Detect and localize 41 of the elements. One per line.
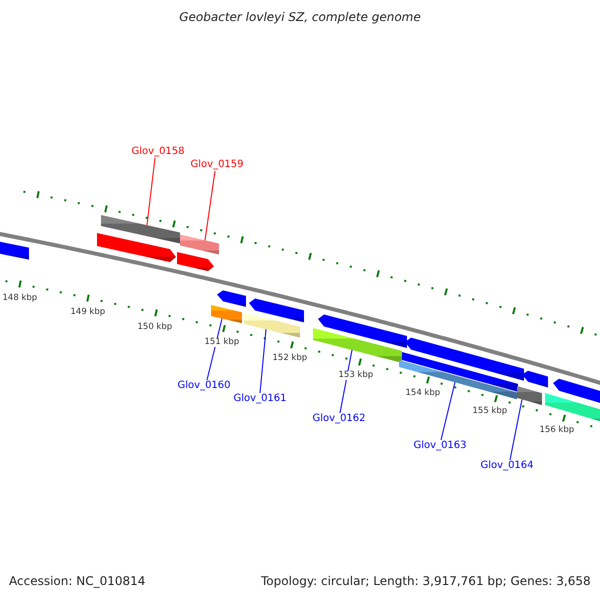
leader-line — [510, 398, 522, 460]
gene-block — [217, 290, 246, 307]
scale-label: 149 kbp — [70, 308, 106, 317]
gene-label: Glov_0159 — [190, 160, 244, 170]
accession-text: Accession: NC_010814 — [9, 575, 146, 587]
gene-label: Glov_0163 — [414, 441, 467, 451]
gene-block — [97, 233, 176, 262]
gene-bar — [211, 305, 242, 324]
gene-bar — [517, 386, 542, 406]
gene-label: Glov_0164 — [480, 461, 534, 471]
genome-info-text: Topology: circular; Length: 3,917,761 bp; Genes: 3,658 — [261, 575, 591, 587]
gene-bar — [399, 360, 517, 400]
scale-label: 151 kbp — [204, 338, 240, 347]
scale-label: 148 kbp — [2, 294, 38, 302]
gene-label: Glov_0162 — [312, 414, 366, 424]
leader-line — [260, 328, 266, 394]
gene-bar — [101, 215, 180, 244]
gene-bar — [180, 234, 219, 255]
scale-label: 150 kbp — [138, 322, 172, 332]
scale-label: 156 kbp — [540, 426, 574, 435]
gene-block — [318, 314, 407, 348]
title: Geobacter lovleyi SZ, complete genome — [178, 11, 422, 23]
gene-label: Glov_0158 — [132, 147, 185, 157]
scale-label: 152 kbp — [272, 354, 308, 363]
leader-line — [146, 158, 156, 226]
leader-line — [440, 382, 456, 440]
scale-label: 153 kbp — [338, 371, 374, 380]
gene-bar — [244, 313, 300, 338]
scale-label: 155 kbp — [472, 407, 508, 416]
gene-label: Glov_0161 — [234, 394, 287, 404]
gene-label: Glov_0160 — [178, 381, 231, 391]
gene-block — [405, 338, 524, 381]
scale-label: 154 kbp — [406, 388, 440, 398]
leader-line — [204, 170, 216, 241]
gene-block — [177, 252, 214, 272]
gene-block — [249, 298, 304, 322]
gene-bar — [0, 241, 29, 260]
leader-line — [206, 318, 222, 380]
gene-block — [522, 370, 548, 388]
leader-line — [340, 349, 352, 414]
gene-bar — [313, 328, 402, 363]
